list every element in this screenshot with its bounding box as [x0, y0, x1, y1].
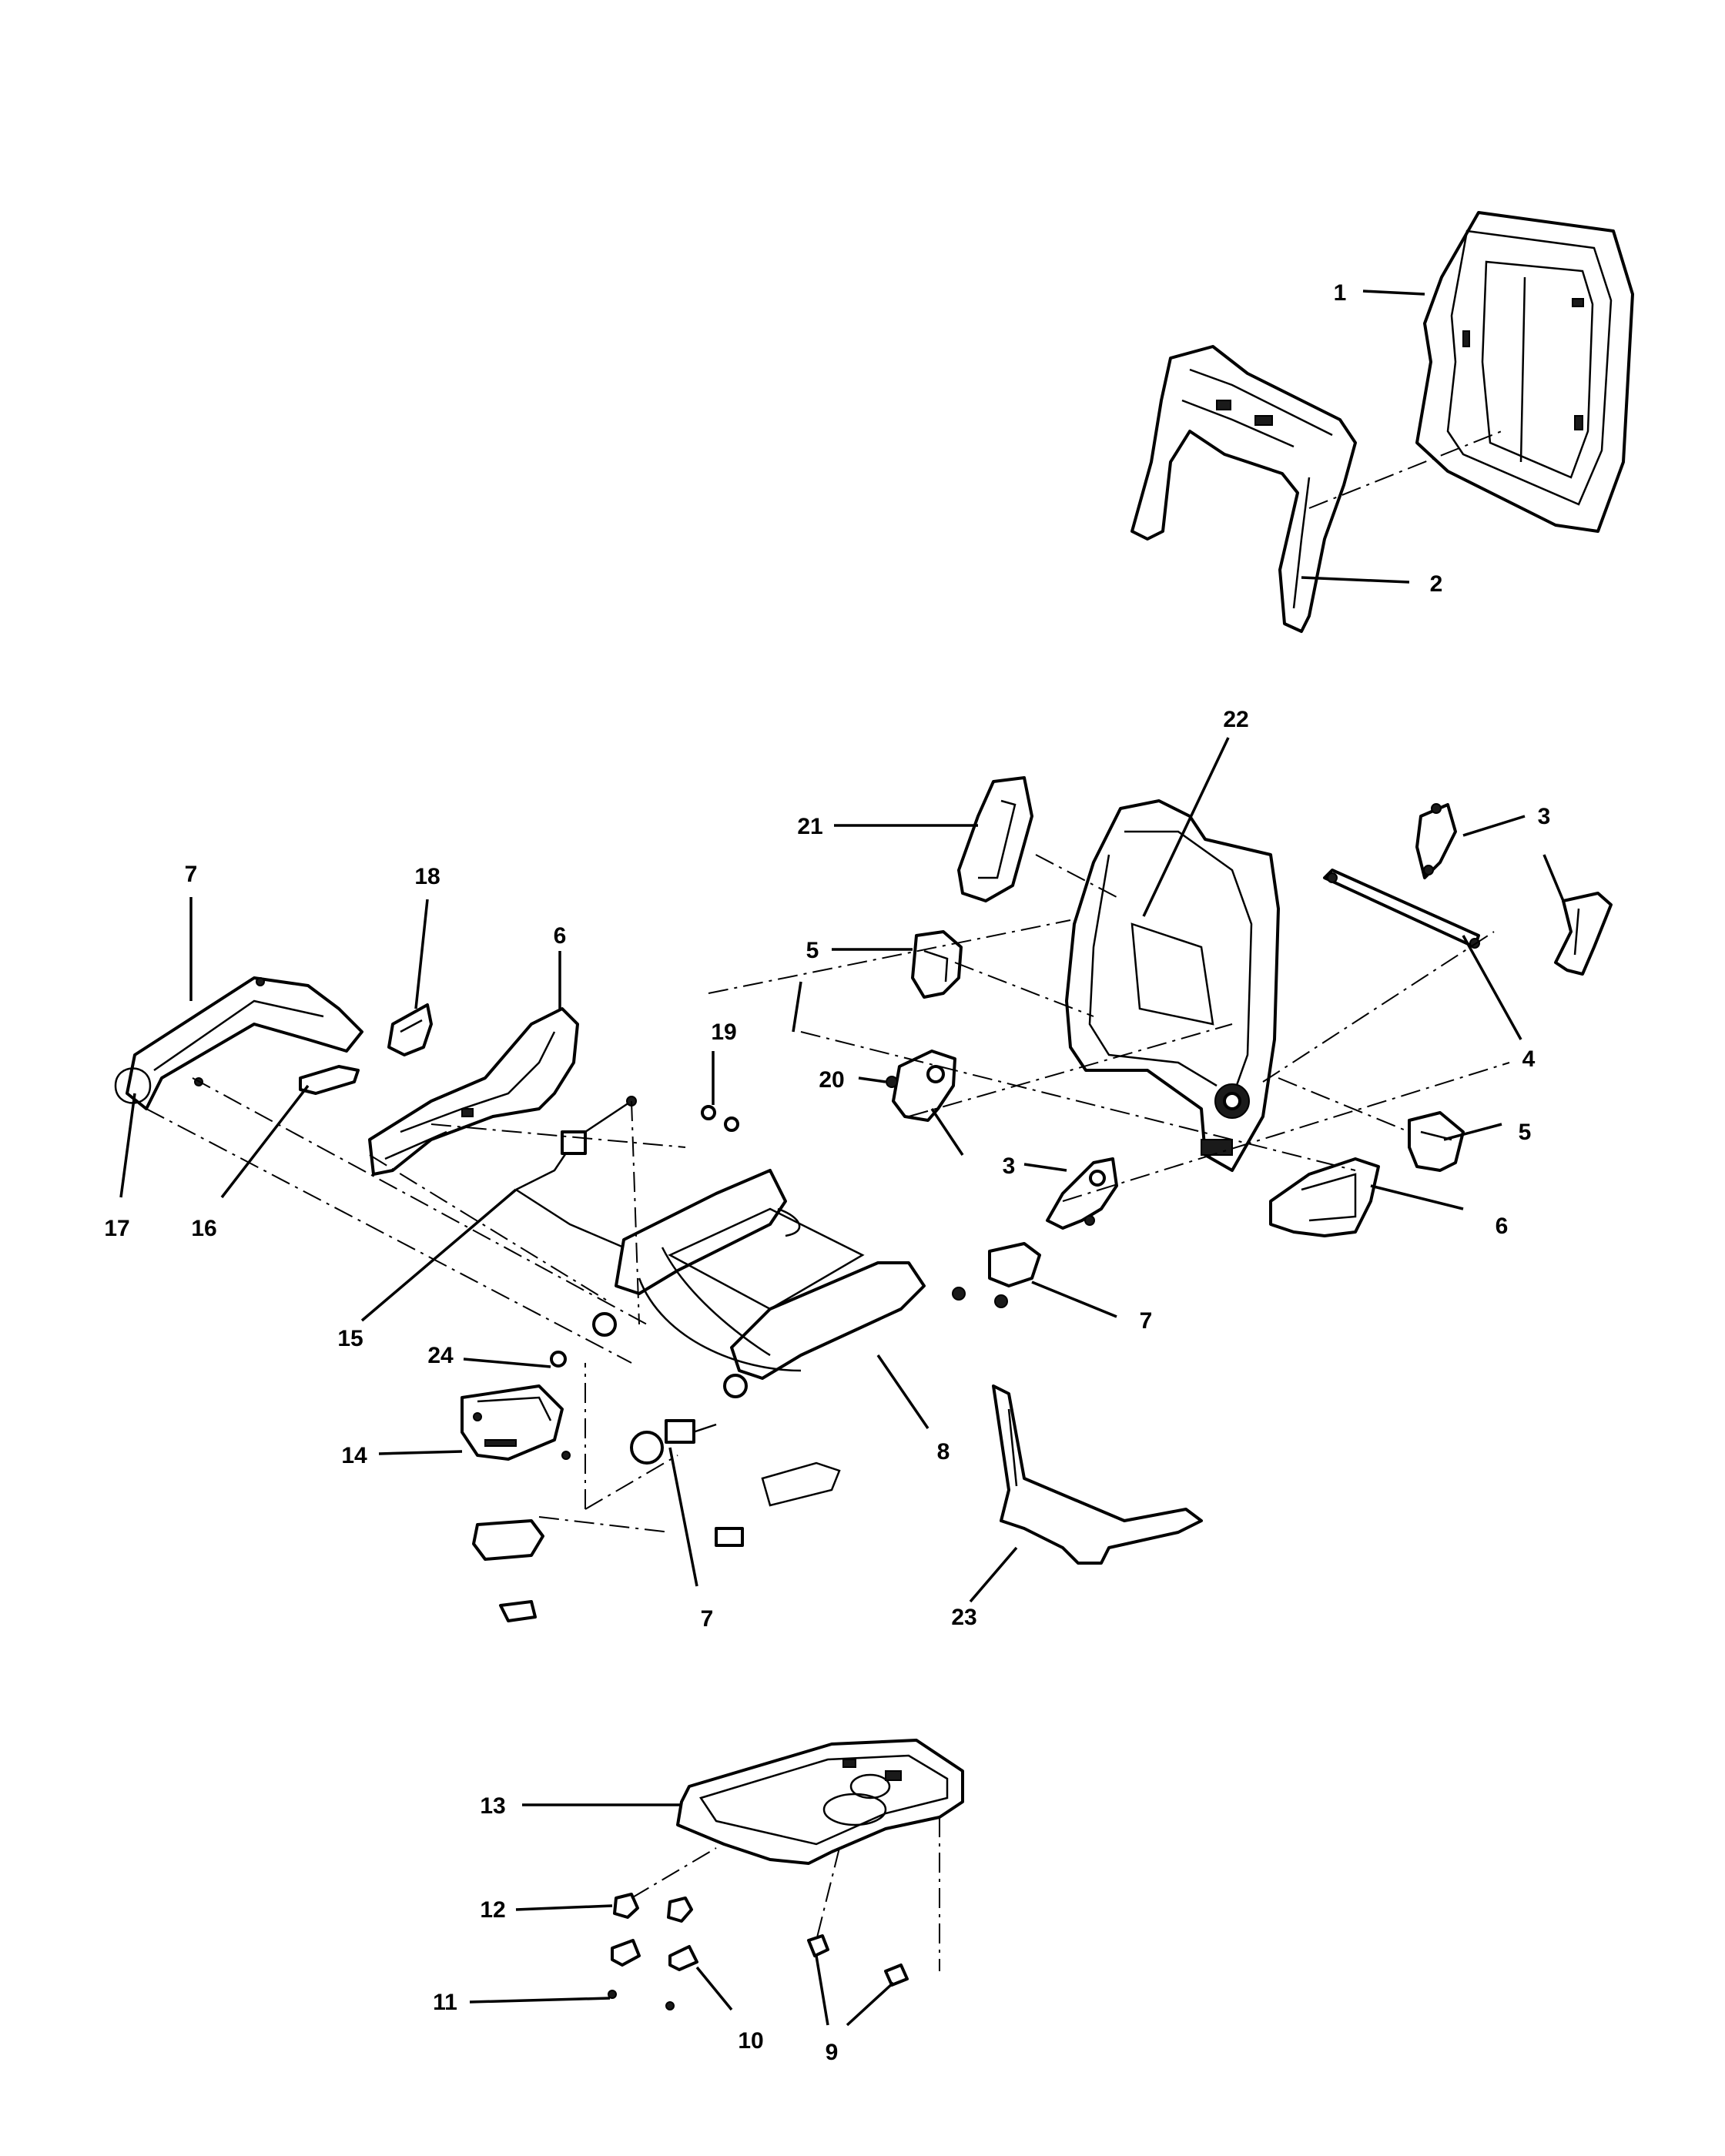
callout-7-right: 7 — [1140, 1308, 1153, 1334]
part-7-motor[interactable] — [630, 1419, 841, 1547]
callout-5-right: 5 — [1519, 1120, 1532, 1145]
part-10-clip-right[interactable] — [668, 1945, 698, 1971]
part-5-cover-right[interactable] — [1408, 1111, 1465, 1172]
callout-18: 18 — [414, 864, 440, 889]
callout-24: 24 — [427, 1343, 454, 1368]
callout-20: 20 — [819, 1067, 844, 1093]
callout-15: 15 — [337, 1326, 363, 1351]
leader-lines — [119, 290, 1565, 2027]
part-19-nut[interactable] — [701, 1105, 739, 1132]
part-4-cross-bar[interactable] — [1323, 869, 1480, 949]
part-14-control-module[interactable] — [461, 1384, 571, 1622]
callout-6-left: 6 — [554, 923, 567, 949]
callout-12: 12 — [480, 1897, 505, 1923]
assembly-lines — [146, 854, 1510, 1971]
part-7-left-rail[interactable] — [114, 976, 363, 1110]
part-6-shield-left[interactable] — [368, 1007, 579, 1176]
callout-1: 1 — [1334, 280, 1347, 306]
callout-6-right: 6 — [1496, 1214, 1509, 1239]
part-12-clip-left[interactable] — [613, 1893, 639, 1919]
callout-22: 22 — [1223, 707, 1248, 732]
part-3-bracket-upper[interactable] — [1415, 803, 1457, 879]
part-7-bracket-right[interactable] — [952, 1242, 1041, 1308]
part-2-seatback-frame[interactable] — [1130, 345, 1357, 633]
part-3-bracket-right[interactable] — [1554, 892, 1613, 976]
callout-4: 4 — [1522, 1046, 1536, 1072]
part-18-cover[interactable] — [387, 1003, 433, 1056]
part-23-mount-bracket[interactable] — [992, 1384, 1203, 1565]
callout-17: 17 — [104, 1216, 129, 1241]
part-9-clip-right[interactable] — [884, 1964, 909, 1987]
part-9-clip-left[interactable] — [807, 1934, 829, 1957]
callout-2: 2 — [1430, 571, 1443, 597]
callout-10: 10 — [738, 2028, 763, 2054]
callout-5-center: 5 — [806, 938, 819, 963]
callout-7-left: 7 — [185, 862, 198, 887]
part-6-shield-right[interactable] — [1269, 1157, 1380, 1237]
callout-7-bottom: 7 — [701, 1606, 714, 1632]
part-8-seat-track-frame[interactable] — [592, 1169, 926, 1398]
part-24-grommet[interactable] — [550, 1351, 567, 1368]
callout-21: 21 — [797, 814, 822, 839]
callout-3-top: 3 — [1538, 804, 1551, 829]
part-11-screw[interactable] — [608, 1990, 675, 2010]
callout-13: 13 — [480, 1793, 505, 1819]
callout-8: 8 — [937, 1439, 950, 1465]
part-16-handle[interactable] — [299, 1065, 360, 1095]
part-20-bracket[interactable] — [886, 1050, 956, 1122]
callout-3-center: 3 — [1003, 1153, 1016, 1179]
part-12-clip-right[interactable] — [667, 1897, 693, 1923]
part-15-wire-harness[interactable] — [515, 1096, 637, 1249]
part-10-clip-left[interactable] — [611, 1939, 641, 1967]
part-5-cover-center[interactable] — [911, 930, 963, 999]
callout-9: 9 — [826, 2040, 839, 2065]
part-3-bracket-center[interactable] — [1046, 1157, 1118, 1230]
callout-labels: 1 2 22 21 3 7 18 6 5 19 4 20 5 3 17 16 6… — [104, 280, 1550, 2065]
callout-11: 11 — [433, 1990, 457, 2015]
callout-23: 23 — [951, 1605, 976, 1630]
part-13-seat-pan[interactable] — [676, 1739, 964, 1865]
callout-14: 14 — [341, 1443, 367, 1468]
callout-16: 16 — [191, 1216, 216, 1241]
part-1-seatback-panel[interactable] — [1415, 211, 1634, 533]
callout-19: 19 — [711, 1019, 736, 1045]
part-21-side-shield[interactable] — [957, 776, 1033, 902]
